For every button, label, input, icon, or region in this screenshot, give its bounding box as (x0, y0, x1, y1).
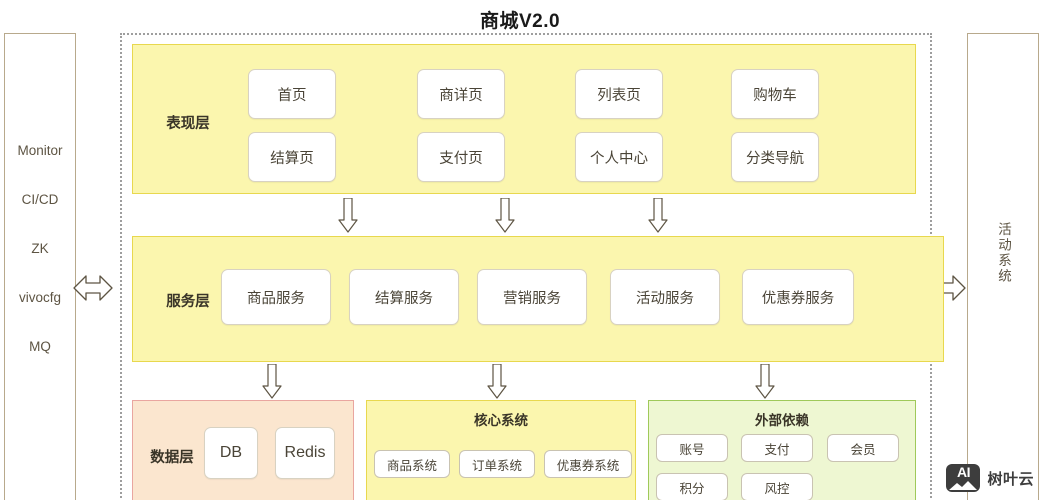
node-payment-page[interactable]: 支付页 (417, 132, 505, 182)
rail-item-mq[interactable]: MQ (29, 338, 51, 354)
ai-badge-text: AI (956, 464, 971, 480)
arrow-down-icon-5 (487, 364, 507, 399)
node-account[interactable]: 账号 (656, 434, 728, 462)
arrow-down-icon-2 (495, 198, 515, 233)
node-checkout-service[interactable]: 结算服务 (349, 269, 459, 325)
node-riskctrl[interactable]: 风控 (741, 473, 813, 500)
node-order-system[interactable]: 订单系统 (459, 450, 535, 478)
node-points[interactable]: 积分 (656, 473, 728, 500)
rail-item-zk[interactable]: ZK (31, 240, 49, 256)
node-coupon-service[interactable]: 优惠券服务 (742, 269, 854, 325)
data-layer-label: 数据层 (150, 450, 194, 466)
node-product-service[interactable]: 商品服务 (221, 269, 331, 325)
arrow-down-icon-1 (338, 198, 358, 233)
rail-item-vivocfg[interactable]: vivocfg (18, 289, 62, 305)
node-redis[interactable]: Redis (275, 427, 335, 479)
node-coupon-system[interactable]: 优惠券系统 (544, 450, 632, 478)
ai-badge-icon: AI (946, 464, 981, 492)
infrastructure-rail-left-items: Monitor CI/CD ZK vivocfg MQ (4, 33, 76, 463)
rail-item-cicd[interactable]: CI/CD (21, 191, 59, 207)
node-cart[interactable]: 购物车 (731, 69, 819, 119)
core-system-label: 核心系统 (474, 413, 528, 428)
node-activity-service[interactable]: 活动服务 (610, 269, 720, 325)
node-list-page[interactable]: 列表页 (575, 69, 663, 119)
node-db[interactable]: DB (204, 427, 258, 479)
node-home-page[interactable]: 首页 (248, 69, 336, 119)
watermark: AI 树叶云 (946, 464, 1034, 492)
node-user-center[interactable]: 个人中心 (575, 132, 663, 182)
infrastructure-rail-left (4, 33, 76, 500)
node-category-nav[interactable]: 分类导航 (731, 132, 819, 182)
arrow-down-icon-3 (648, 198, 668, 233)
node-payment[interactable]: 支付 (741, 434, 813, 462)
node-member[interactable]: 会员 (827, 434, 899, 462)
presentation-layer-label: 表现层 (166, 116, 210, 132)
watermark-text: 树叶云 (987, 470, 1034, 488)
page-title: 商城V2.0 (479, 11, 561, 32)
node-checkout-page[interactable]: 结算页 (248, 132, 336, 182)
node-detail-page[interactable]: 商详页 (417, 69, 505, 119)
node-product-system[interactable]: 商品系统 (374, 450, 450, 478)
bidirectional-arrow-left-icon (73, 275, 113, 301)
external-dependency-label: 外部依赖 (755, 413, 809, 428)
node-marketing-service[interactable]: 营销服务 (477, 269, 587, 325)
arrow-down-icon-6 (755, 364, 775, 399)
arrow-down-icon-4 (262, 364, 282, 399)
rail-item-activity-system[interactable]: 活动系统 (996, 222, 1011, 284)
rail-item-monitor[interactable]: Monitor (17, 142, 63, 158)
mountain-icon (949, 481, 978, 490)
infrastructure-rail-right (967, 33, 1039, 500)
service-layer-label: 服务层 (166, 294, 210, 310)
